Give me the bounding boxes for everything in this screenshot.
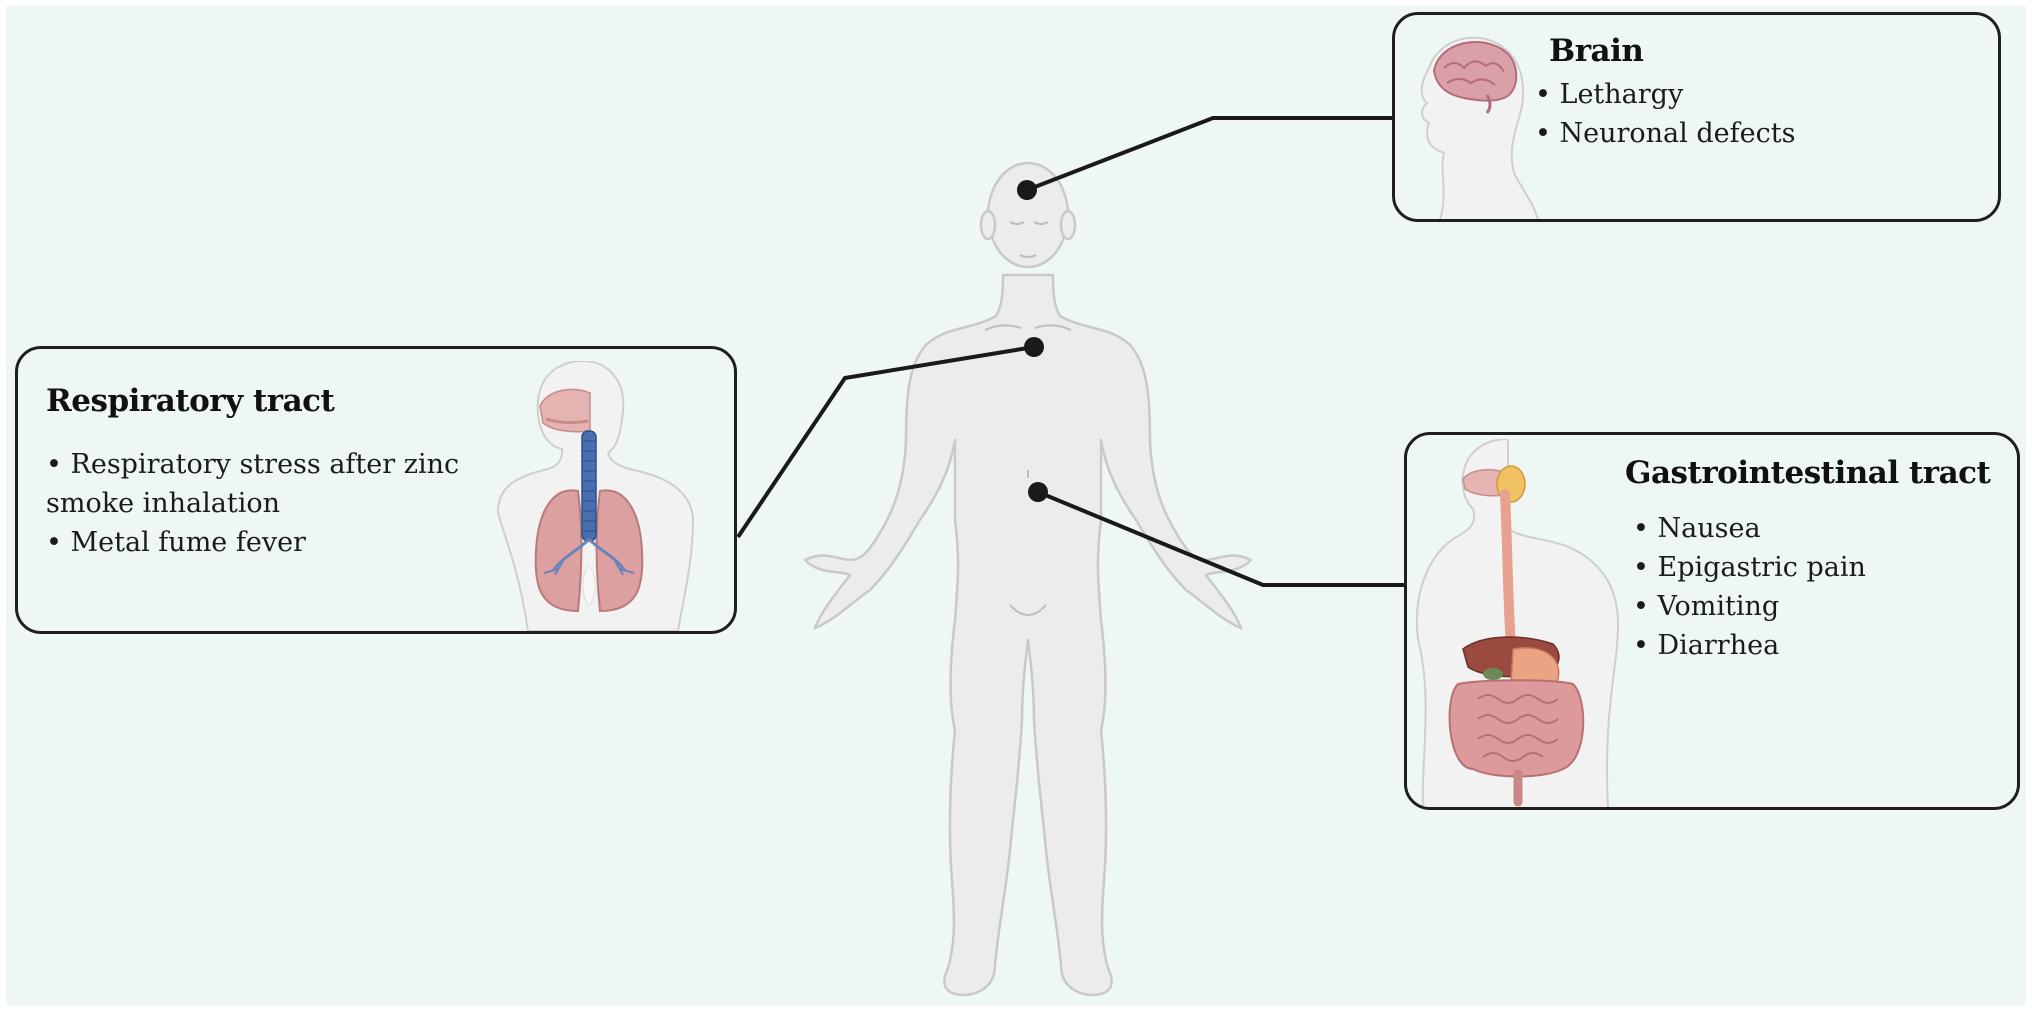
respiratory-item-zinc-smoke: Respiratory stress after zinc smoke inha… — [46, 445, 486, 523]
chest-anchor-dot — [1024, 337, 1044, 357]
face-details — [984, 221, 1072, 616]
brain-list: Lethargy Neuronal defects — [1535, 75, 1796, 153]
connectors — [736, 116, 1404, 587]
brain-anchor-dot — [1017, 180, 1037, 200]
gastrointestinal-panel: Gastrointestinal tract Nausea Epigastric… — [1404, 432, 2020, 810]
gi-item-nausea: Nausea — [1633, 509, 1866, 548]
gastrointestinal-list: Nausea Epigastric pain Vomiting Diarrhea — [1633, 509, 1866, 665]
connector-brain — [1026, 116, 1392, 192]
gi-item-epigastric-pain: Epigastric pain — [1633, 548, 1866, 587]
torso-with-digestive-system-icon — [1415, 439, 1620, 807]
connector-respiratory — [736, 345, 1035, 539]
connector-gastrointestinal — [1037, 490, 1404, 587]
anchor-dots — [1017, 180, 1048, 502]
brain-panel: Brain Lethargy Neuronal defects — [1392, 12, 2001, 222]
human-body-figure — [803, 161, 1253, 997]
gi-item-diarrhea: Diarrhea — [1633, 626, 1866, 665]
abdomen-anchor-dot — [1028, 482, 1048, 502]
brain-item-lethargy: Lethargy — [1535, 75, 1795, 114]
respiratory-panel: Respiratory tract Respiratory stress aft… — [15, 346, 737, 634]
head-with-brain-icon — [1420, 36, 1539, 219]
respiratory-item-metal-fume-fever: Metal fume fever — [46, 523, 486, 562]
brain-item-neuronal-defects: Neuronal defects — [1535, 114, 1796, 153]
brain-title: Brain — [1549, 33, 1644, 69]
torso-with-lungs-icon — [496, 361, 695, 631]
gastrointestinal-title: Gastrointestinal tract — [1625, 455, 1991, 491]
respiratory-list: Respiratory stress after zinc smoke inha… — [46, 445, 486, 562]
respiratory-title: Respiratory tract — [46, 383, 335, 419]
gi-item-vomiting: Vomiting — [1633, 587, 1866, 626]
